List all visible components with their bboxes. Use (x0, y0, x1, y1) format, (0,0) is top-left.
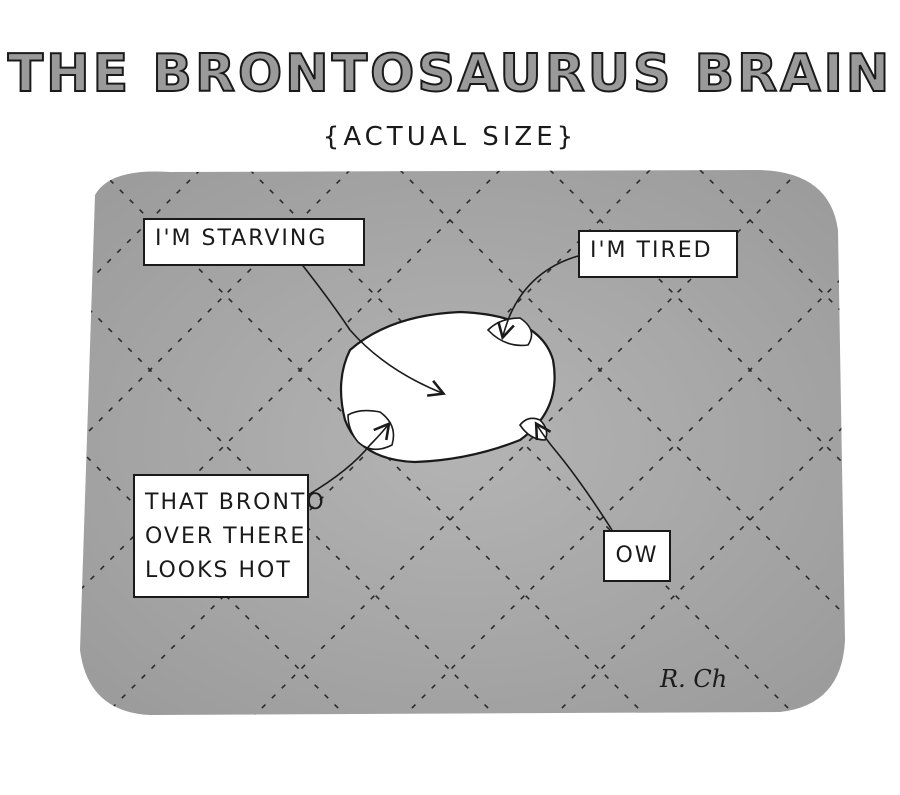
label-starving-text: I'M STARVING (155, 226, 328, 251)
label-bronto-line-1: THAT BRONTO (145, 490, 326, 515)
arrow-starving (299, 261, 446, 397)
label-ow-text: OW (615, 543, 659, 568)
label-bronto-hot: THAT BRONTO OVER THERE LOOKS HOT (133, 474, 326, 598)
artist-signature: R. Ch (660, 665, 728, 693)
arrow-ow (534, 421, 613, 531)
arrow-tired (497, 255, 579, 341)
label-bronto-line-3: LOOKS HOT (145, 558, 292, 583)
cartoon-title: THE BRONTOSAURUS BRAIN (7, 43, 893, 105)
scale-pattern (80, 170, 845, 715)
cartoon-subtitle: {ACTUAL SIZE} (322, 122, 578, 152)
label-bronto-line-2: OVER THERE (145, 524, 307, 549)
label-ow: OW (603, 530, 671, 582)
label-starving: I'M STARVING (143, 218, 365, 266)
arrow-hot (307, 421, 391, 496)
brain-outline (339, 310, 556, 464)
label-tired: I'M TIRED (578, 230, 738, 278)
label-tired-text: I'M TIRED (590, 238, 713, 263)
